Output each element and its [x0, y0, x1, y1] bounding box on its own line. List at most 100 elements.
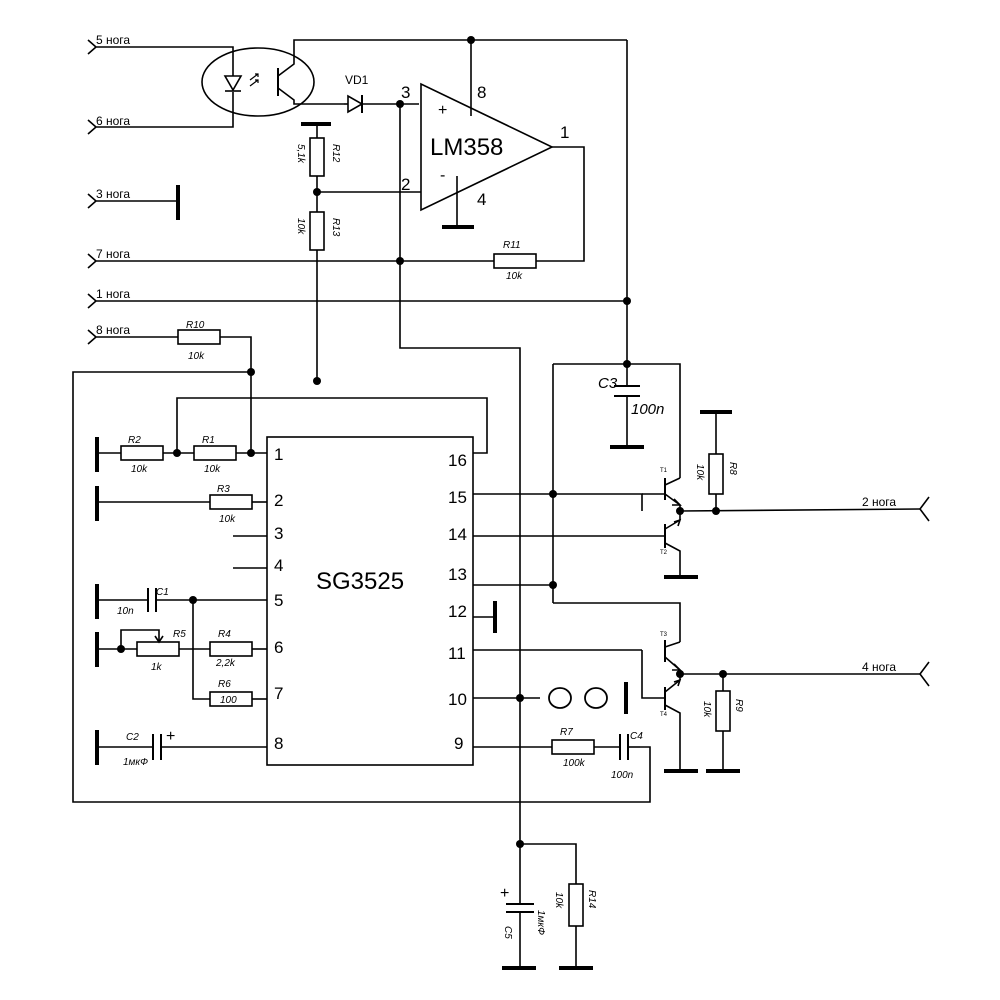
connector-leg2-label: 2 нога	[862, 495, 896, 509]
r1-value: 10k	[204, 464, 221, 475]
c3-ref: C3	[598, 375, 618, 392]
r11-ref: R11	[503, 240, 521, 251]
lm358-plus: +	[438, 102, 447, 119]
r8-ref: R8	[727, 462, 738, 475]
c3-value: 100n	[631, 401, 664, 418]
sg3525-pin1: 1	[274, 445, 283, 464]
sg3525-pin2: 2	[274, 491, 283, 510]
resistor-r9: R9 10k	[701, 674, 744, 773]
connector-leg5-label: 5 нога	[96, 33, 130, 47]
r1-ref: R1	[202, 435, 215, 446]
resistor-r8: R8 10k	[694, 410, 738, 511]
opamp-lm358: LM358 + - 3 2 8 4 1	[400, 40, 585, 262]
transistor-t3: T3	[660, 632, 682, 671]
resistor-r12: R12 5,1k	[295, 122, 341, 212]
resistor-r11: R11 10k	[493, 240, 537, 282]
resistor-r14: R14 10k	[520, 843, 597, 970]
c4-value: 100n	[611, 770, 634, 781]
diode-vd1: VD1	[344, 73, 419, 114]
lm358-pin3: 3	[401, 83, 410, 102]
sg3525-pin10: 10	[448, 690, 467, 709]
capacitor-c5: + C5 1мкФ	[500, 844, 546, 970]
r5-value: 1k	[151, 662, 163, 673]
lm358-pin1: 1	[560, 123, 569, 142]
sg3525-pin13: 13	[448, 565, 467, 584]
transistor-t4: T4	[641, 650, 698, 773]
r7-ref: R7	[560, 727, 573, 738]
r4-value: 2,2k	[215, 658, 236, 669]
capacitor-c4: C4 100n	[611, 731, 643, 781]
r3-value: 10k	[219, 514, 236, 525]
r6-ref: R6	[218, 679, 231, 690]
resistor-r4: R4 2,2k	[209, 629, 267, 669]
resistor-r2: R2 10k	[95, 435, 194, 475]
sg3525-title: SG3525	[316, 568, 404, 595]
c2-plus: +	[166, 728, 175, 745]
sg3525-pin6: 6	[274, 638, 283, 657]
r7-value: 100k	[563, 758, 586, 769]
c4-ref: C4	[630, 731, 643, 742]
sg3525-pin7: 7	[274, 684, 283, 703]
r2-ref: R2	[128, 435, 141, 446]
resistor-r10: R10 10k	[177, 320, 252, 450]
lm358-pin4: 4	[477, 190, 486, 209]
t4-label: T4	[660, 712, 668, 718]
c2-value: 1мкФ	[123, 757, 148, 768]
r13-value: 10k	[295, 218, 306, 235]
transistor-t1: T1	[642, 468, 682, 506]
junction-dots	[117, 36, 727, 848]
r10-value: 10k	[188, 351, 205, 362]
c5-ref: C5	[502, 926, 513, 939]
r3-ref: R3	[217, 484, 230, 495]
r14-ref: R14	[586, 890, 597, 909]
t3-label: T3	[660, 632, 668, 638]
r5-ref: R5	[173, 629, 186, 640]
resistor-r7: R7 100k	[473, 727, 620, 769]
r13-ref: R13	[330, 218, 341, 237]
connector-leg8: 8 нога	[87, 323, 178, 345]
resistor-r3: R3 10k	[95, 484, 267, 525]
connector-leg7-label: 7 нога	[96, 247, 130, 261]
connector-leg4: 4 нога	[862, 660, 930, 687]
t1-label: T1	[660, 468, 668, 474]
lm358-pin2: 2	[401, 175, 410, 194]
c5-value: 1мкФ	[535, 910, 546, 935]
sg3525-pin8: 8	[274, 734, 283, 753]
vd1-label: VD1	[345, 73, 369, 87]
connector-leg7: 7 нога	[87, 247, 494, 269]
resistor-r6: R6 100	[209, 679, 267, 707]
resistor-r13: R13 10k	[295, 211, 341, 381]
r4-ref: R4	[218, 629, 231, 640]
c5-plus: +	[500, 885, 509, 902]
sg3525-pin11: 11	[448, 644, 466, 663]
lm358-pin8: 8	[477, 83, 486, 102]
lm358-minus: -	[440, 167, 445, 184]
t2-label: T2	[660, 550, 668, 556]
ic-sg3525: SG3525 1 2 3 4 5 6 7 8 16 15 14 13 12 11…	[266, 436, 474, 766]
transistor-t2: T2	[642, 518, 698, 579]
sg3525-pin12: 12	[448, 602, 467, 621]
c1-ref: C1	[156, 587, 169, 598]
connector-leg6-label: 6 нога	[96, 114, 130, 128]
r8-value: 10k	[694, 464, 705, 481]
capacitor-c3: C3 100n	[552, 363, 681, 603]
r10-ref: R10	[186, 320, 205, 331]
c2-ref: C2	[126, 732, 139, 743]
connector-leg1: 1 нога	[87, 287, 627, 309]
sg3525-pin9: 9	[454, 734, 463, 753]
connector-leg5: 5 нога	[87, 33, 234, 72]
connector-leg8-label: 8 нога	[96, 323, 130, 337]
connector-leg4-label: 4 нога	[862, 660, 896, 674]
resistor-r1: R1 10k	[193, 435, 267, 475]
connector-leg1-label: 1 нога	[96, 287, 130, 301]
sg3525-pin14: 14	[448, 525, 467, 544]
r12-value: 5,1k	[295, 144, 306, 164]
connector-leg2: 2 нога	[862, 495, 930, 522]
r9-value: 10k	[701, 701, 712, 718]
r14-value: 10k	[553, 892, 564, 909]
r12-ref: R12	[330, 144, 341, 163]
capacitor-c1: C1 10n	[95, 584, 267, 619]
connector-leg3: 3 нога	[87, 185, 180, 220]
sg3525-pin4: 4	[274, 556, 283, 575]
